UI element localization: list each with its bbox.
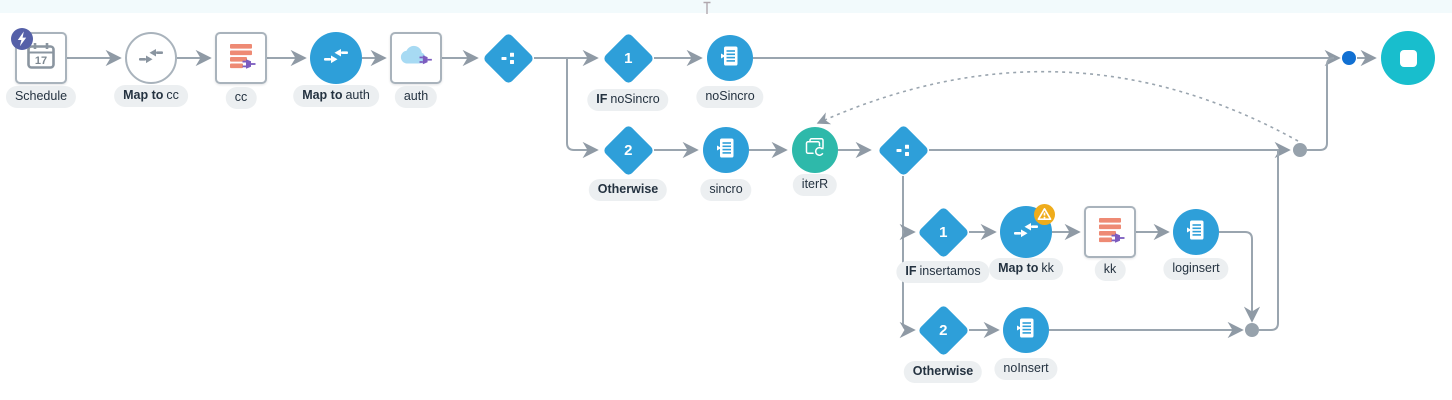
label-text: Otherwise [597, 182, 659, 196]
router-2-node[interactable] [876, 123, 930, 177]
label-text: IF [905, 264, 917, 278]
kk-label[interactable]: kk [1094, 259, 1126, 281]
map-to-kk-node[interactable] [1000, 203, 1055, 258]
document-log-icon [715, 136, 737, 165]
cursor-mark [703, 1, 711, 14]
label-text: auth [403, 89, 429, 103]
calendar-icon: 17 [24, 39, 58, 78]
label-text: loginsert [1172, 261, 1220, 275]
label-text: noInsert [1003, 361, 1049, 375]
route-split-icon [896, 143, 911, 158]
label-text: IF [596, 92, 608, 106]
label-text: Map to [302, 88, 343, 102]
label-text: kk [1041, 261, 1054, 275]
router-1-node[interactable] [481, 31, 535, 85]
branch-number: 1 [938, 223, 948, 241]
iterr-node[interactable] [792, 127, 838, 173]
merge-arrows-icon [1013, 220, 1039, 245]
merge-dot-outer[interactable] [1293, 143, 1307, 157]
table-rows-plug-icon [225, 40, 257, 77]
label-text: Map to [123, 88, 164, 102]
noinsert-label[interactable]: noInsert [994, 358, 1058, 380]
noinsert-node[interactable] [1003, 307, 1049, 353]
label-text: iterR [801, 177, 829, 191]
nosincro-node[interactable] [707, 35, 753, 81]
sincro-node[interactable] [703, 127, 749, 173]
label-text: Otherwise [912, 364, 974, 378]
iterr-label[interactable]: iterR [792, 174, 838, 196]
sincro-label[interactable]: sincro [700, 179, 752, 201]
label-text: sincro [709, 182, 743, 196]
map-to-auth-node[interactable] [310, 32, 362, 84]
label-text: kk [1103, 262, 1117, 276]
svg-text:17: 17 [35, 55, 47, 67]
label-text: Schedule [14, 89, 68, 103]
lightning-icon [11, 28, 33, 50]
kk-node[interactable] [1084, 206, 1136, 258]
branch-number: 2 [938, 321, 948, 339]
merge-arrows-icon [138, 46, 164, 71]
cc-node[interactable] [215, 32, 267, 84]
canvas-top-strip [0, 0, 1452, 13]
otherwise-1-label[interactable]: Otherwise [588, 179, 668, 201]
branch-number: 1 [623, 49, 633, 67]
label-text: cc [234, 90, 248, 104]
auth-label[interactable]: auth [394, 86, 438, 108]
stop-square-icon [1399, 49, 1417, 67]
loop-back-edge [816, 70, 1299, 142]
pipeline-edges [67, 49, 1377, 339]
label-text: auth [345, 88, 370, 102]
document-log-icon [1015, 316, 1037, 345]
merge-arrows-icon [323, 46, 349, 71]
terminal-dot[interactable] [1342, 51, 1356, 65]
map-to-cc-node[interactable] [125, 32, 177, 84]
label-text: noSincro [610, 92, 660, 106]
auth-node[interactable] [390, 32, 442, 84]
cloud-plug-icon [398, 41, 434, 76]
label-text: insertamos [919, 264, 981, 278]
table-rows-plug-icon [1094, 214, 1126, 251]
copies-refresh-icon [803, 136, 827, 165]
otherwise-2-label[interactable]: Otherwise [903, 361, 983, 383]
document-log-icon [719, 44, 741, 73]
document-log-icon [1185, 218, 1207, 247]
loginsert-node[interactable] [1173, 209, 1219, 255]
warning-triangle-icon [1033, 203, 1055, 225]
schedule-label[interactable]: Schedule [5, 86, 77, 108]
cc-label[interactable]: cc [225, 87, 257, 109]
label-text: cc [166, 88, 179, 102]
end-node[interactable] [1381, 31, 1435, 85]
merge-dot-inner[interactable] [1245, 323, 1259, 337]
loginsert-label[interactable]: loginsert [1163, 258, 1229, 280]
label-text: Map to [998, 261, 1039, 275]
branch-number: 2 [623, 141, 633, 159]
nosincro-label[interactable]: noSincro [696, 86, 764, 108]
label-text: noSincro [705, 89, 755, 103]
schedule-node[interactable]: 17 [11, 28, 67, 84]
route-split-icon [501, 51, 516, 66]
